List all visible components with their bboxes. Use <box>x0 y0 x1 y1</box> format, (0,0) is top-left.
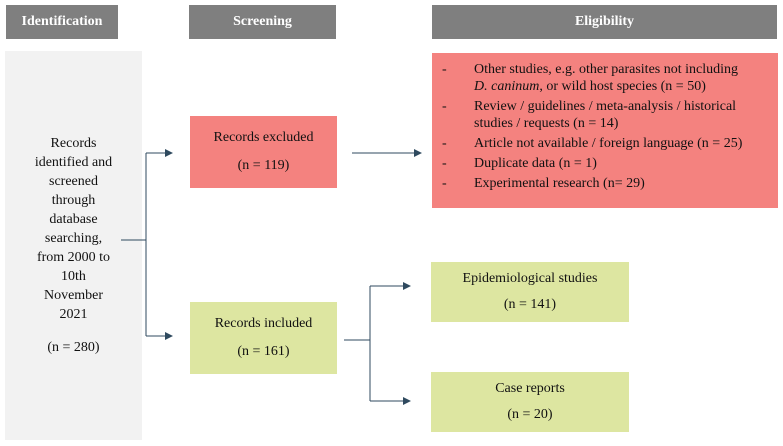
records-identified-line: 10th <box>61 269 86 284</box>
case-reports-label: Case reports <box>495 381 565 396</box>
records-identified-line: November <box>43 288 104 303</box>
exclusion-reason-text: , or wild host species (n = 50) <box>539 79 706 94</box>
records-identified-line: Records <box>50 136 97 151</box>
list-dash: - <box>442 156 447 171</box>
records-excluded-label: Records excluded <box>213 130 314 145</box>
exclusion-reason-text: Experimental research (n= 29) <box>474 176 645 191</box>
header-screening: Screening <box>189 5 336 39</box>
list-dash: - <box>442 176 447 191</box>
records-included-count: (n = 161) <box>237 344 290 359</box>
records-identified-line: 2021 <box>59 307 88 322</box>
exclusion-reason-text: studies / requests (n = 14) <box>474 116 619 131</box>
list-dash: - <box>442 62 447 77</box>
records-identified-line: identified and <box>34 155 113 170</box>
header-identification: Identification <box>6 5 118 39</box>
exclusion-reasons-box: - Other studies, e.g. other parasites no… <box>432 53 778 208</box>
exclusion-reason-item: - Review / guidelines / meta-analysis / … <box>432 98 778 132</box>
records-identified-count: (n = 280) <box>47 340 100 355</box>
exclusion-reason-text: Article not available / foreign language… <box>474 136 743 151</box>
records-identified-line: screened <box>49 174 98 189</box>
exclusion-reason-item: - Duplicate data (n = 1) <box>432 155 778 172</box>
records-excluded-count: (n = 119) <box>237 158 290 173</box>
exclusion-reason-text: Review / guidelines / meta-analysis / hi… <box>474 99 737 114</box>
list-dash: - <box>442 136 447 151</box>
records-identified-line: searching, <box>44 231 103 246</box>
list-dash: - <box>442 99 447 114</box>
records-included-box: Records included (n = 161) <box>190 302 337 374</box>
exclusion-reason-item: - Other studies, e.g. other parasites no… <box>432 61 778 95</box>
exclusion-reason-text: Other studies, e.g. other parasites not … <box>474 62 738 77</box>
records-identified-line: database <box>49 212 98 227</box>
records-identified-line: through <box>51 193 96 208</box>
exclusion-reason-text: Duplicate data (n = 1) <box>474 156 597 171</box>
records-identified-box: Records identified and screened through … <box>5 51 142 440</box>
header-eligibility: Eligibility <box>432 5 777 39</box>
records-identified-line: from 2000 to <box>36 250 111 265</box>
exclusion-reason-species: D. caninum <box>474 79 540 94</box>
records-included-label: Records included <box>214 316 313 331</box>
exclusion-reason-item: - Experimental research (n= 29) <box>432 175 778 192</box>
epidemiological-studies-count: (n = 141) <box>503 297 557 312</box>
records-excluded-box: Records excluded (n = 119) <box>190 116 337 188</box>
epidemiological-studies-box: Epidemiological studies (n = 141) <box>431 262 629 322</box>
epidemiological-studies-label: Epidemiological studies <box>462 271 598 286</box>
case-reports-count: (n = 20) <box>507 407 553 422</box>
case-reports-box: Case reports (n = 20) <box>431 372 629 432</box>
exclusion-reason-item: - Article not available / foreign langua… <box>432 135 778 152</box>
